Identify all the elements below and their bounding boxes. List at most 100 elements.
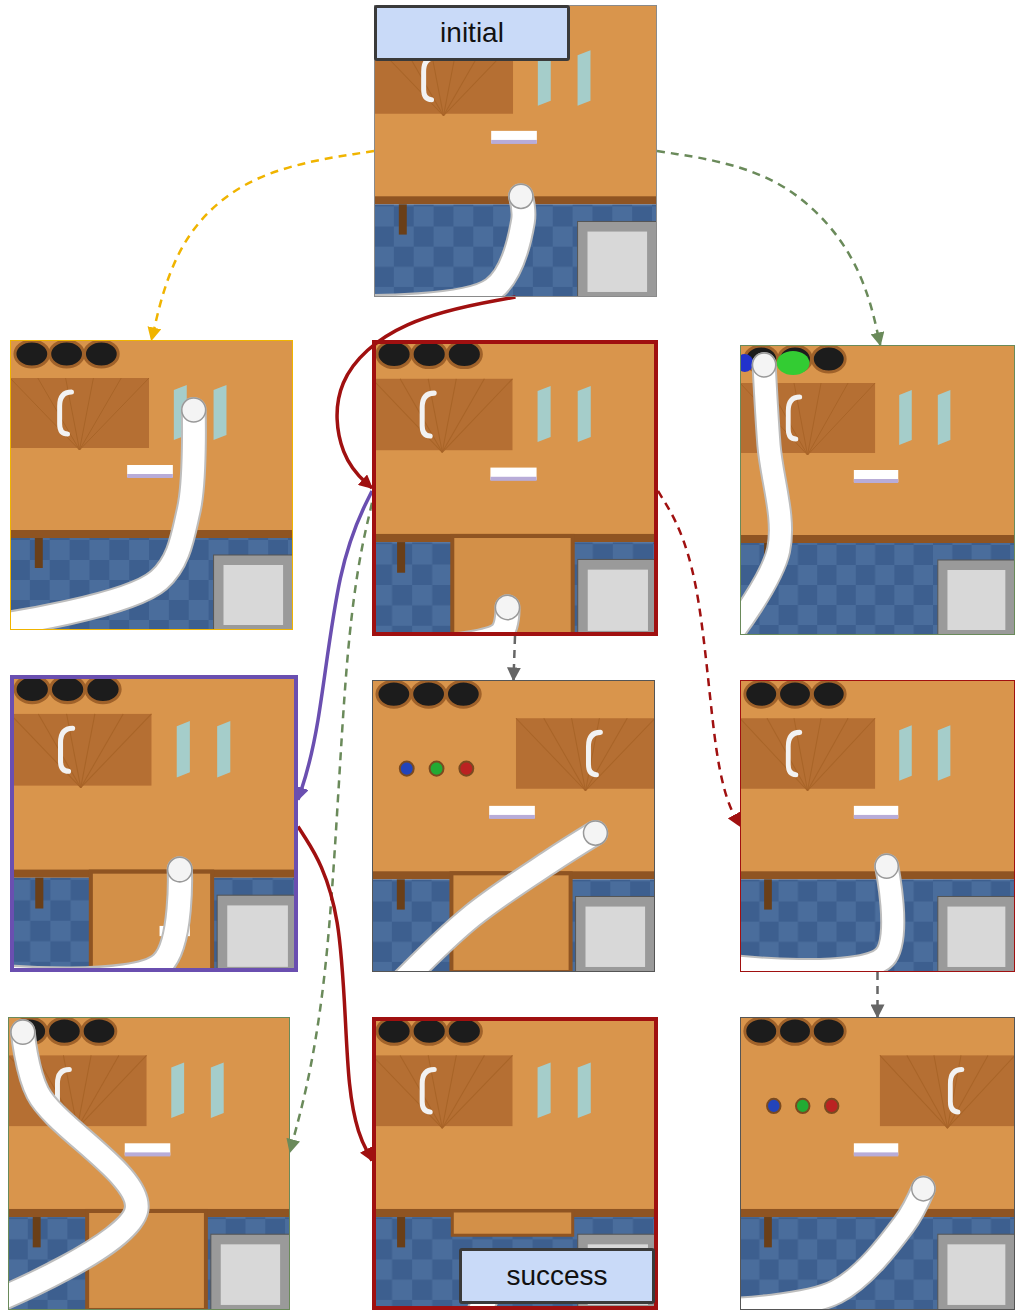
wood-grain (808, 718, 849, 790)
scene-content (740, 345, 1015, 635)
screenshot-frame (10, 675, 298, 972)
wood-grain (10, 714, 81, 788)
disc (777, 351, 810, 375)
screenshot-frame: success (372, 1017, 658, 1310)
wood-grain (38, 714, 80, 788)
robot-arm-outline (374, 196, 523, 297)
gripper (509, 184, 533, 208)
block-side (854, 479, 898, 483)
screenshot-frame (740, 1017, 1015, 1310)
robot-arm-outline (8, 1032, 137, 1300)
scene-content (740, 1017, 1015, 1310)
bin-inside (585, 907, 645, 967)
bin (214, 555, 293, 630)
wood-grain (10, 378, 80, 450)
ball (740, 354, 754, 372)
button (400, 762, 414, 776)
bin (938, 896, 1015, 972)
wood-grain (81, 714, 152, 788)
wall (372, 1017, 658, 1214)
wood-grain (81, 714, 95, 788)
wood-grain (767, 718, 808, 790)
transition-arrow (152, 151, 375, 340)
bin-inside (947, 570, 1005, 630)
button (796, 1099, 810, 1113)
cabinet (880, 1055, 1015, 1126)
table-edge (740, 1209, 1015, 1217)
hole (447, 1018, 481, 1044)
wood-grain (442, 1055, 484, 1128)
wood-grain (947, 1055, 1015, 1128)
robot-arm (8, 1032, 137, 1300)
robot-arm (10, 410, 194, 625)
transition-arrow (657, 151, 880, 345)
wood-grain (67, 714, 81, 788)
hook (422, 393, 434, 436)
transition-arrow (658, 491, 740, 826)
robot-arm-outline (740, 1189, 923, 1310)
wall (10, 675, 298, 875)
scene-content (10, 340, 293, 630)
cabinet (740, 718, 875, 788)
bin (578, 221, 657, 297)
bin-inside (221, 1244, 280, 1305)
wood-grain (880, 1055, 948, 1128)
wood-grain (516, 718, 586, 790)
state-label: initial (374, 5, 570, 61)
wood-grain (372, 1055, 442, 1128)
cabinet (516, 718, 655, 788)
transition-arrow (514, 636, 516, 680)
hole (779, 681, 812, 707)
scene-content (372, 1017, 658, 1310)
hook (950, 1070, 962, 1112)
scene-content (374, 5, 657, 297)
glass-panel (211, 1062, 224, 1118)
gripper (584, 821, 608, 845)
wood-grain (400, 1055, 442, 1128)
leg (35, 538, 43, 568)
hole (412, 341, 446, 368)
hole (412, 681, 446, 707)
robot-arm (374, 196, 523, 297)
hook (788, 397, 800, 439)
hole (86, 676, 120, 703)
robot-arm (10, 870, 180, 972)
button (430, 762, 444, 776)
leg (764, 1217, 772, 1247)
wood-grain (572, 718, 586, 790)
glass-panel (899, 725, 912, 780)
glass-panel (938, 390, 951, 445)
wood-grain (947, 1055, 988, 1128)
hole (446, 681, 480, 707)
block-side (490, 477, 536, 481)
screenshot-frame: initial (374, 5, 657, 297)
wall (10, 340, 293, 535)
transition-arrow (298, 826, 372, 1160)
wood-grain (442, 379, 512, 452)
wood-grain (585, 718, 627, 790)
robot-arm (402, 833, 596, 972)
glass-panel (578, 1062, 591, 1118)
hole (48, 1018, 82, 1044)
wood-grain (77, 1055, 146, 1128)
glass-panel (177, 721, 190, 777)
button (767, 1099, 781, 1113)
block-side (854, 815, 898, 819)
wood-grain (808, 718, 822, 790)
block (854, 470, 898, 482)
table-edge (10, 530, 293, 538)
hole (377, 341, 411, 368)
glass-panel (171, 1062, 184, 1118)
wood-grain (934, 1055, 948, 1128)
drawer (87, 1211, 206, 1310)
wood-grain (372, 379, 442, 452)
scene-content (740, 680, 1015, 972)
glass-panel (538, 386, 551, 442)
scene (372, 680, 655, 972)
leg (33, 1217, 41, 1247)
bin-inside (223, 565, 283, 625)
bin-inside (227, 905, 288, 966)
wood-grain (428, 1055, 442, 1128)
